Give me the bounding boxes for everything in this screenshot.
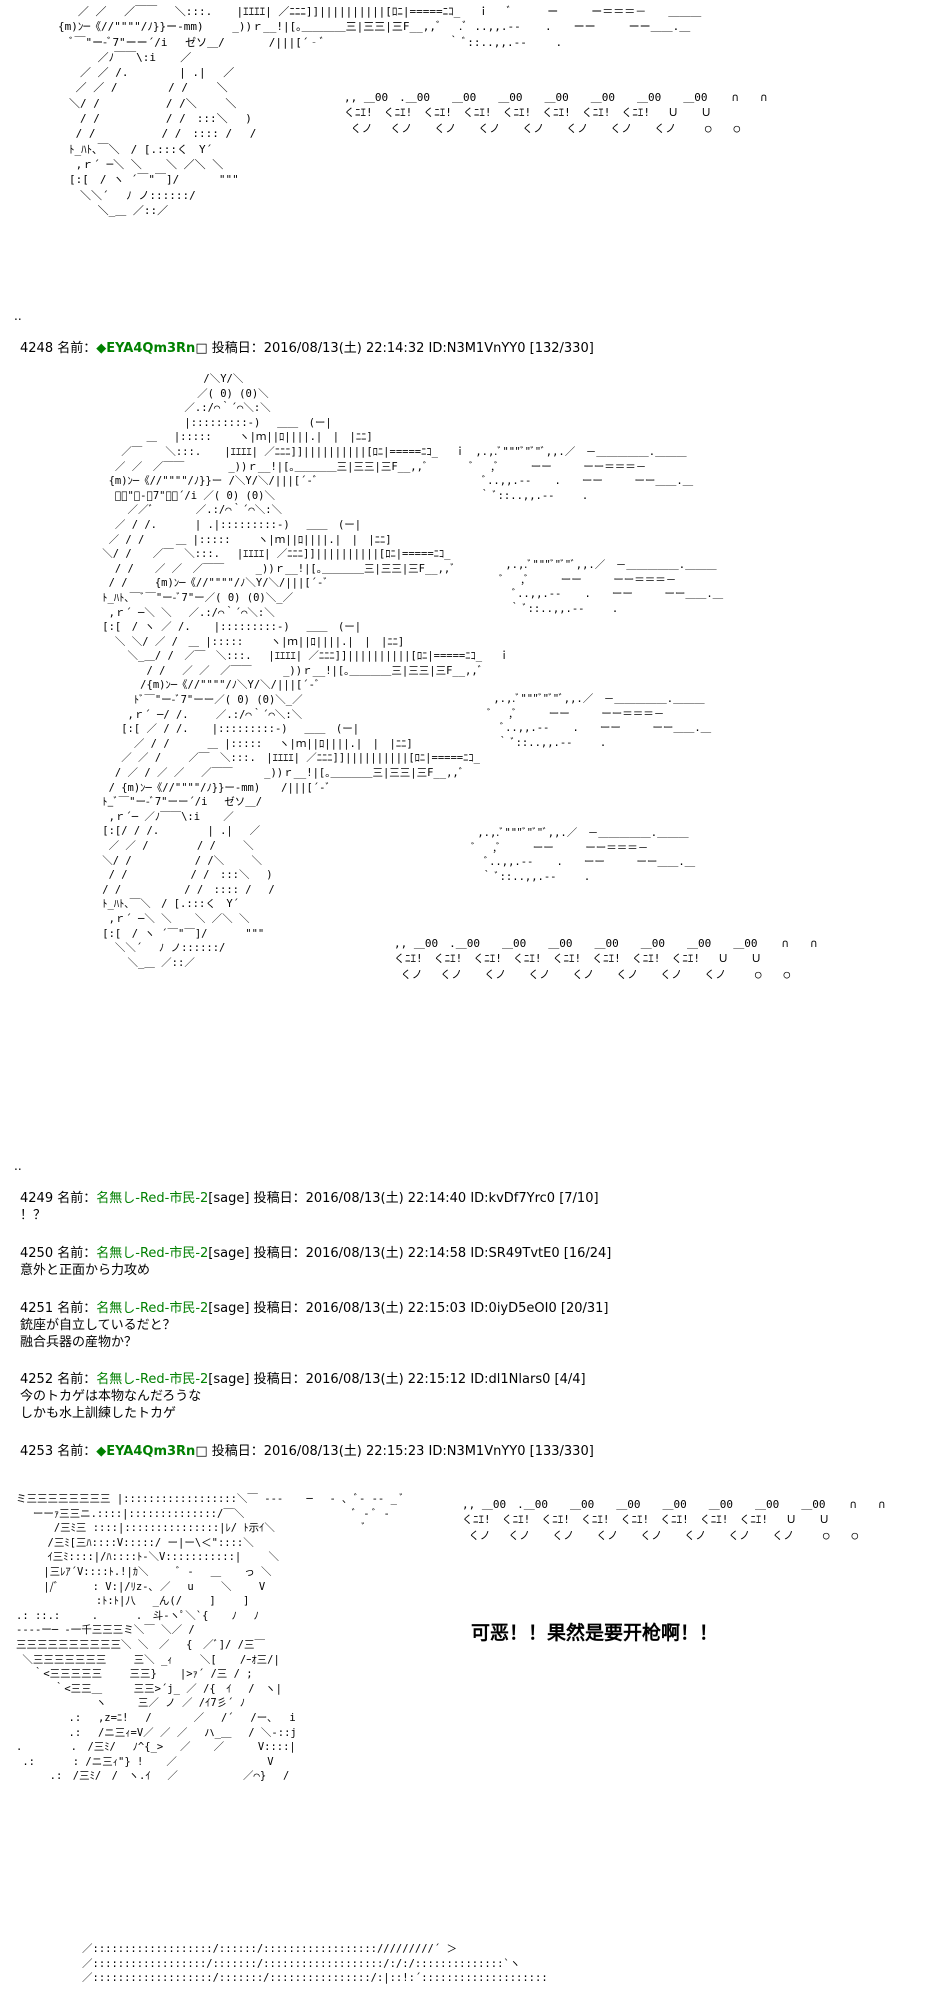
post-id[interactable]: ID:dl1Nlars0 [470, 1372, 551, 1387]
author-trip[interactable]: ◆EYA4Qm3Rn [96, 1444, 196, 1459]
post-number: 4252 [20, 1372, 54, 1387]
post-date: 2016/08/13(土) 22:14:40 [305, 1191, 467, 1206]
date-label: 投稿日： [253, 1372, 306, 1387]
post-header: 4248 名前：◆EYA4Qm3Rn□ 投稿日：2016/08/13(土) 22… [20, 340, 594, 357]
author-name[interactable]: 名無し-Red-市民-2 [96, 1246, 209, 1261]
post-count: [20/31] [560, 1301, 609, 1316]
name-label: 名前： [57, 1246, 97, 1261]
author-name[interactable]: 名無し-Red-市民-2 [96, 1191, 209, 1206]
post-number: 4251 [20, 1301, 54, 1316]
ascii-art-bottom-pattern: ／:::::::::::::::::::/::::::/::::::::::::… [82, 1943, 548, 1985]
sage-tag: [sage] [208, 1246, 250, 1261]
post-header: 4249 名前：名無し-Red-市民-2[sage] 投稿日：2016/08/1… [20, 1190, 599, 1207]
post-date: 2016/08/13(土) 22:15:12 [305, 1372, 467, 1387]
ascii-art-gun-lizard-top: ／ ／ ／￣￣ ＼:::. |ｴｴｴｴ| ／ﾆﾆﾆ]]||||||||||[ﾛﾆ… [58, 5, 702, 217]
ascii-art-lizard-closeup: ミ三三三三三三三三 |::::::::::::::::::＼￣ ‐‐‐ ─ ‐ … [16, 1493, 405, 1783]
date-label: 投稿日： [253, 1191, 306, 1206]
post-date: 2016/08/13(土) 22:14:58 [305, 1246, 467, 1261]
post-count: [132/330] [529, 341, 594, 356]
post-date: 2016/08/13(土) 22:14:32 [263, 341, 425, 356]
date-label: 投稿日： [211, 1444, 264, 1459]
post-header: 4252 名前：名無し-Red-市民-2[sage] 投稿日：2016/08/1… [20, 1371, 586, 1388]
post-number: 4248 [20, 341, 54, 356]
author-trip[interactable]: ◆EYA4Qm3Rn [96, 341, 196, 356]
ascii-art-gun-tails-2: ,.,.ﾞ"""ﾞ"ﾞ"ﾞ,,.／ －＿＿＿＿＿.＿＿＿ ﾞ ,ﾞ ーー ーー＝… [488, 559, 724, 615]
post-id[interactable]: ID:SR49TvtE0 [470, 1246, 560, 1261]
name-label: 名前： [57, 1372, 97, 1387]
post-count: [4/4] [554, 1372, 586, 1387]
separator-dots: .. [14, 1159, 22, 1173]
name-label: 名前： [57, 1191, 97, 1206]
post-id[interactable]: ID:kvDf7Yrc0 [470, 1191, 556, 1206]
ascii-art-cannon-row-bottom: ,, ＿00 .＿00 ＿00 ＿00 ＿00 ＿00 ＿00 ＿00 ∩ ∩ … [461, 1498, 885, 1542]
post-body: 銃座が自立しているだと？ 融合兵器の産物か？ [20, 1318, 176, 1350]
post-body: ！？ [20, 1208, 47, 1223]
ascii-art-cannon-row-mid: ,, ＿00 .＿00 ＿00 ＿00 ＿00 ＿00 ＿00 ＿00 ∩ ∩ … [393, 937, 817, 981]
ascii-art-cannon-row-top: ,, ＿00 .＿00 ＿00 ＿00 ＿00 ＿00 ＿00 ＿00 ∩ ∩ … [343, 91, 767, 135]
date-label: 投稿日： [211, 341, 264, 356]
post-date: 2016/08/13(土) 22:15:03 [305, 1301, 467, 1316]
ascii-art-gun-tails-3: ,.,.ﾞ"""ﾞ"ﾞ"ﾞ,,.／ －＿＿＿＿＿.＿＿＿ ﾞ ,ﾞ ーー ーー＝… [476, 693, 712, 749]
post-number: 4253 [20, 1444, 54, 1459]
post-date: 2016/08/13(土) 22:15:23 [263, 1444, 425, 1459]
name-label: 名前： [57, 1301, 97, 1316]
post-count: [16/24] [563, 1246, 612, 1261]
separator-dots: .. [14, 309, 22, 323]
post-body: 今のトカゲは本物なんだろうな しかも水上訓練したトカゲ [20, 1389, 202, 1421]
post-body: 意外と正面から力攻め [20, 1263, 151, 1278]
post-header: 4250 名前：名無し-Red-市民-2[sage] 投稿日：2016/08/1… [20, 1245, 611, 1262]
ascii-art-gun-tails-1: ,.,.ﾞ"""ﾞ"ﾞ"ﾞ,,.／ －＿＿＿＿＿.＿＿＿ ﾞ ,ﾞ ーー ーー＝… [458, 446, 694, 502]
post-id[interactable]: ID:N3M1VnYY0 [428, 341, 526, 356]
name-label: 名前： [57, 1444, 97, 1459]
author-icon: □ [195, 341, 208, 356]
name-label: 名前： [57, 341, 97, 356]
post-header: 4253 名前：◆EYA4Qm3Rn□ 投稿日：2016/08/13(土) 22… [20, 1443, 594, 1460]
post-number: 4249 [20, 1191, 54, 1206]
sage-tag: [sage] [208, 1191, 250, 1206]
sage-tag: [sage] [208, 1301, 250, 1316]
author-name[interactable]: 名無し-Red-市民-2 [96, 1301, 209, 1316]
post-count: [7/10] [559, 1191, 599, 1206]
post-header: 4251 名前：名無し-Red-市民-2[sage] 投稿日：2016/08/1… [20, 1300, 609, 1317]
date-label: 投稿日： [253, 1301, 306, 1316]
post-id[interactable]: ID:N3M1VnYY0 [428, 1444, 526, 1459]
post-number: 4250 [20, 1246, 54, 1261]
post-id[interactable]: ID:0iyD5eOI0 [470, 1301, 557, 1316]
post-count: [133/330] [529, 1444, 594, 1459]
ascii-art-gun-tails-4: ,.,.ﾞ"""ﾞ"ﾞ"ﾞ,,.／ －＿＿＿＿＿.＿＿＿ ﾞ ,ﾞ ーー ーー＝… [460, 827, 696, 883]
exclamation-text: 可恶！！果然是要开枪啊！！ [471, 1622, 719, 1644]
ascii-art-gun-stack: /＼Y/＼ ／( 0) (0)＼ ／.:/⌒｀´⌒＼:＼ |:::::::::-… [102, 373, 510, 969]
author-name[interactable]: 名無し-Red-市民-2 [96, 1372, 209, 1387]
sage-tag: [sage] [208, 1372, 250, 1387]
author-icon: □ [195, 1444, 208, 1459]
date-label: 投稿日： [253, 1246, 306, 1261]
